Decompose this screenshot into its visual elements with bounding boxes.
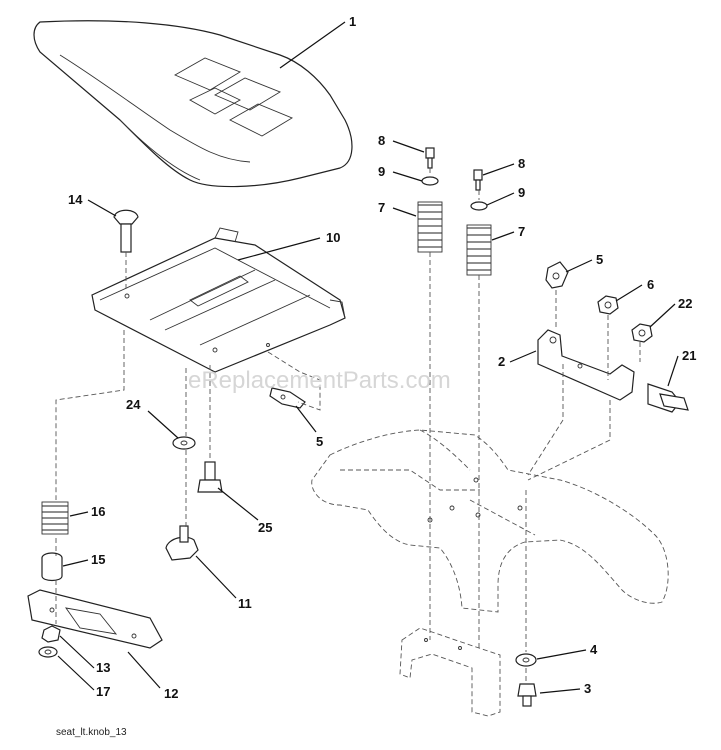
knob-part-5-left [269, 387, 306, 409]
nut-part-22 [631, 323, 653, 343]
spring-part-7-right [466, 224, 492, 276]
callout-5-left: 5 [316, 434, 323, 449]
lower-bracket-outline [399, 627, 501, 717]
callout-17: 17 [96, 684, 110, 699]
callout-15: 15 [91, 552, 105, 567]
footer-caption: seat_lt.knob_13 [56, 727, 127, 738]
spring-part-16 [41, 501, 69, 535]
callout-24: 24 [126, 397, 141, 412]
knob-part-5-right [545, 261, 569, 289]
callout-7-right: 7 [518, 224, 525, 239]
callout-9-right: 9 [518, 185, 525, 200]
seat-part-1 [33, 20, 353, 188]
callout-8-left: 8 [378, 133, 385, 148]
callout-7-left: 7 [378, 200, 385, 215]
callout-10: 10 [326, 230, 340, 245]
callout-13: 13 [96, 660, 110, 675]
carriage-bolt-part-14 [113, 209, 139, 253]
callout-4: 4 [590, 642, 598, 657]
washer-part-17 [38, 646, 58, 658]
callout-3: 3 [584, 681, 591, 696]
callout-14: 14 [68, 192, 83, 207]
callout-6: 6 [647, 277, 654, 292]
callout-16: 16 [91, 504, 105, 519]
bolt-part-3 [517, 683, 537, 707]
knob-part-11 [165, 525, 199, 561]
washer-part-9-right [470, 201, 488, 211]
callout-22: 22 [678, 296, 692, 311]
callout-25: 25 [258, 520, 272, 535]
spacer-part-15 [41, 552, 63, 582]
assembly-lines [55, 168, 641, 684]
bolt-part-21 [647, 383, 689, 413]
screw-part-25 [197, 461, 223, 493]
watermark: eReplacementParts.com [188, 367, 451, 394]
bracket-part-2 [537, 329, 635, 401]
callout-21: 21 [682, 348, 696, 363]
nut-part-13 [41, 625, 61, 643]
spring-part-7-left [417, 201, 443, 253]
callout-5-right: 5 [596, 252, 603, 267]
callout-8-right: 8 [518, 156, 525, 171]
bolt-part-8-left [425, 147, 435, 169]
callout-1: 1 [349, 14, 356, 29]
callout-9-left: 9 [378, 164, 385, 179]
washer-part-9-left [421, 176, 439, 186]
callout-12: 12 [164, 686, 178, 701]
callout-2: 2 [498, 354, 505, 369]
seat-pan-part-10 [91, 227, 346, 373]
plate-part-12 [27, 589, 163, 649]
callout-11: 11 [238, 596, 252, 611]
fender-outline [311, 429, 669, 613]
leader-lines [57, 21, 679, 694]
washer-part-24 [172, 436, 196, 450]
bolt-part-8-right [473, 169, 483, 191]
washer-part-4 [515, 653, 537, 667]
nut-part-6 [597, 295, 619, 315]
